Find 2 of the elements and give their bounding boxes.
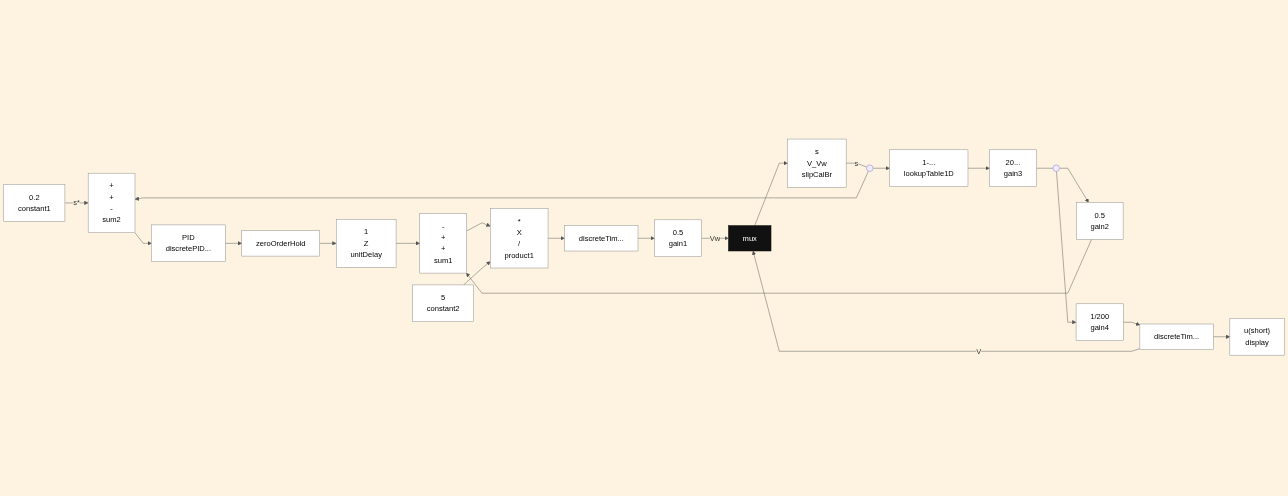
node-circle [866,164,874,172]
node-circle [1052,164,1060,172]
